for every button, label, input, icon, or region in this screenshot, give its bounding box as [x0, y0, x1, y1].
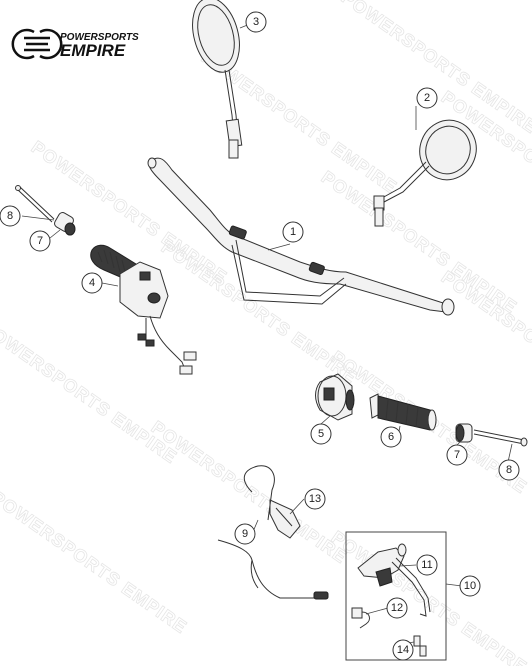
callout-circle — [304, 488, 326, 510]
handlebar — [147, 157, 455, 316]
callout-2: 2 — [416, 87, 438, 109]
bar-end-left — [54, 212, 76, 236]
callout-circle — [245, 11, 267, 33]
callout-1: 1 — [282, 221, 304, 243]
callout-circle — [459, 575, 481, 597]
switch-housing-right — [315, 373, 355, 421]
callout-number: 9 — [242, 528, 248, 540]
callout-circle — [392, 639, 414, 661]
switch-housing-left — [119, 261, 197, 375]
callout-12: 12 — [386, 597, 408, 619]
callout-14: 14 — [392, 639, 414, 661]
callout-number: 13 — [309, 493, 321, 505]
callout-circle — [416, 554, 438, 576]
callout-9: 9 — [234, 523, 256, 545]
callout-circle — [0, 205, 21, 227]
clutch-lever-group — [345, 531, 447, 661]
callout-number: 7 — [454, 449, 460, 461]
callout-number: 12 — [391, 602, 403, 614]
callout-circle — [234, 523, 256, 545]
callout-circle — [81, 272, 103, 294]
bolt-left — [15, 185, 55, 223]
bar-end-right — [455, 423, 473, 443]
callout-7: 7 — [446, 444, 468, 466]
callout-8: 8 — [0, 205, 21, 227]
mirror-right — [373, 119, 477, 227]
callout-number: 11 — [421, 559, 432, 571]
watermark-text: POWERSPORTS EMPIRE — [328, 527, 531, 666]
callout-13: 13 — [304, 488, 326, 510]
callout-number: 14 — [397, 644, 409, 656]
callout-circle — [310, 423, 332, 445]
callout-circle — [386, 597, 408, 619]
assembly-frame — [345, 531, 447, 661]
logo-emblem-icon — [11, 28, 63, 60]
cable-holder — [269, 499, 301, 539]
callout-circle — [416, 87, 438, 109]
callout-circle — [282, 221, 304, 243]
brand-logo: POWERSPORTS EMPIRE — [11, 28, 139, 60]
callout-8: 8 — [498, 459, 520, 481]
callout-number: 8 — [7, 210, 13, 222]
watermark-text: POWERSPORTS EMPIRE — [0, 487, 191, 638]
callout-number: 5 — [318, 428, 324, 440]
callout-number: 1 — [290, 226, 296, 238]
callout-number: 2 — [424, 92, 430, 104]
watermark-text: POWERSPORTS EMPIRE — [0, 317, 181, 468]
callout-3: 3 — [245, 11, 267, 33]
callout-5: 5 — [310, 423, 332, 445]
watermark-text: POWERSPORTS EMPIRE — [338, 0, 532, 138]
callout-number: 8 — [506, 464, 512, 476]
grip-right — [369, 393, 437, 431]
callout-number: 6 — [388, 431, 394, 443]
callout-10: 10 — [459, 575, 481, 597]
callout-circle — [446, 444, 468, 466]
bolt-right — [473, 429, 528, 447]
callout-7: 7 — [29, 230, 51, 252]
callout-number: 4 — [89, 277, 95, 289]
clutch-cable — [217, 465, 329, 600]
callout-6: 6 — [380, 426, 402, 448]
callout-circle — [498, 459, 520, 481]
callout-4: 4 — [81, 272, 103, 294]
callout-circle — [380, 426, 402, 448]
logo-tagline: POWERSPORTS — [60, 32, 139, 43]
callout-number: 7 — [37, 235, 43, 247]
callout-number: 10 — [464, 580, 476, 592]
leader-lines — [21, 21, 513, 645]
callout-11: 11 — [416, 554, 438, 576]
logo-name: EMPIRE — [60, 41, 126, 60]
clutch-switch — [351, 607, 370, 629]
callout-number: 3 — [253, 16, 259, 28]
mirror-left — [192, 0, 243, 159]
clutch-screws — [413, 635, 427, 657]
callout-circle — [29, 230, 51, 252]
